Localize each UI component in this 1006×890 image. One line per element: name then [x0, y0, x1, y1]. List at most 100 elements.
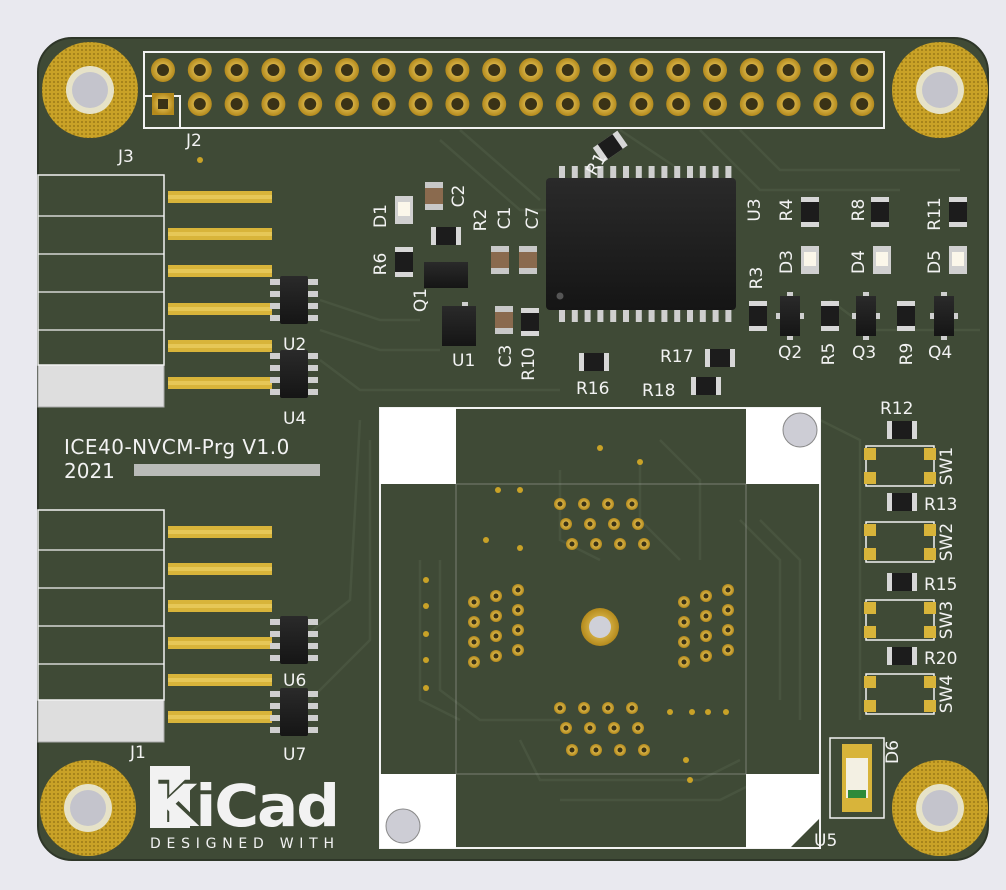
label-d1: D1	[371, 204, 391, 228]
label-u3: U3	[745, 198, 765, 221]
header-pin-hole	[304, 64, 317, 76]
label-u4: U4	[283, 409, 306, 429]
connector-pad-shine	[168, 195, 272, 199]
via	[423, 685, 429, 691]
capacitor-body	[495, 312, 513, 328]
mounting-hole-tr	[892, 42, 988, 138]
socket-pad-hole	[725, 607, 731, 613]
label-u6: U6	[283, 671, 306, 691]
mounting-hole-tl	[42, 42, 138, 138]
socket-u5	[379, 407, 821, 849]
mounting-hole-bl	[40, 760, 136, 856]
transistor-body	[934, 296, 954, 336]
connector-pad-shine	[168, 715, 272, 719]
label-q2: Q2	[778, 343, 802, 363]
via	[517, 545, 523, 551]
header-pin-hole	[414, 98, 427, 110]
label-r16: R16	[576, 379, 609, 399]
socket-pad-hole	[515, 607, 521, 613]
ic-pin	[559, 306, 565, 322]
connector-pad-shine	[168, 567, 272, 571]
transistor-body	[856, 296, 876, 336]
ic-pin	[725, 166, 732, 182]
connector-pad-shine	[168, 307, 272, 311]
label-q1: Q1	[411, 288, 431, 312]
socket-pad-hole	[681, 659, 687, 665]
transistor-q1	[424, 262, 468, 288]
via	[423, 577, 429, 583]
ic-pin	[559, 166, 565, 182]
capacitor-body	[425, 188, 443, 204]
via	[683, 757, 689, 763]
label-sw3: SW3	[937, 601, 957, 639]
socket-pad-hole	[563, 521, 569, 527]
socket-pad-hole	[581, 501, 587, 507]
label-r12: R12	[880, 399, 913, 419]
label-q4: Q4	[928, 343, 952, 363]
socket-pad-hole	[493, 593, 499, 599]
connector-pad-shine	[168, 269, 272, 273]
led-d6-marker	[848, 790, 866, 798]
label-r8: R8	[849, 199, 869, 222]
switch-pad	[924, 448, 936, 460]
ic-pin	[725, 306, 732, 322]
label-r15: R15	[924, 575, 957, 595]
header-pin-hole	[598, 98, 611, 110]
label-d4: D4	[849, 250, 869, 274]
socket-pad-hole	[681, 639, 687, 645]
ic-body	[280, 688, 308, 736]
ic-pin	[674, 306, 681, 322]
via	[423, 631, 429, 637]
label-r10: R10	[519, 347, 539, 380]
socket-pad-hole	[605, 501, 611, 507]
socket-pad-hole	[681, 619, 687, 625]
header-j2-outline	[143, 51, 885, 129]
label-d6: D6	[883, 740, 903, 764]
header-j2-pins	[151, 58, 875, 116]
socket-pad-hole	[617, 541, 623, 547]
switch-pad	[864, 448, 876, 460]
socket-pad-hole	[581, 705, 587, 711]
socket-pad-hole	[515, 627, 521, 633]
label-r5: R5	[819, 343, 839, 366]
header-pin-hole	[341, 98, 353, 110]
via	[597, 445, 603, 451]
socket-pad-hole	[563, 725, 569, 731]
label-r13: R13	[924, 495, 957, 515]
label-q3: Q3	[852, 343, 876, 363]
socket-pad-hole	[635, 725, 641, 731]
header-pin-hole	[709, 98, 721, 110]
ic-pin	[597, 306, 604, 322]
label-c3: C3	[496, 345, 516, 368]
socket-pad-hole	[725, 647, 731, 653]
header-pin-hole	[709, 64, 721, 76]
ic-pin	[584, 306, 591, 322]
board-title: ICE40-NVCM-Prg V1.0	[64, 435, 290, 459]
socket-pad-hole	[703, 613, 709, 619]
ic-pin	[674, 166, 681, 182]
socket-pad-hole	[587, 725, 593, 731]
switch-pad	[924, 676, 936, 688]
label-u5: U5	[814, 831, 837, 851]
header-pin-hole	[782, 98, 795, 110]
ic-body	[280, 276, 308, 324]
label-u2: U2	[283, 335, 306, 355]
resistor-body	[871, 202, 889, 222]
switch-pad	[864, 602, 876, 614]
header-pin-hole	[230, 98, 243, 110]
switch-pad	[924, 700, 936, 712]
connector-j3-pads	[168, 191, 272, 389]
header-pin-hole	[341, 64, 353, 76]
header-pin-hole	[451, 64, 464, 76]
socket-pad-hole	[471, 619, 477, 625]
header-pin-hole	[451, 98, 464, 110]
socket-pad-hole	[725, 627, 731, 633]
header-pin-hole	[414, 64, 427, 76]
via	[637, 459, 643, 465]
socket-pad-hole	[593, 541, 599, 547]
socket-pad-hole	[641, 747, 647, 753]
label-r20: R20	[924, 649, 957, 669]
socket-pad-hole	[703, 633, 709, 639]
resistor-body	[892, 647, 912, 665]
header-pin-hole	[230, 64, 243, 76]
